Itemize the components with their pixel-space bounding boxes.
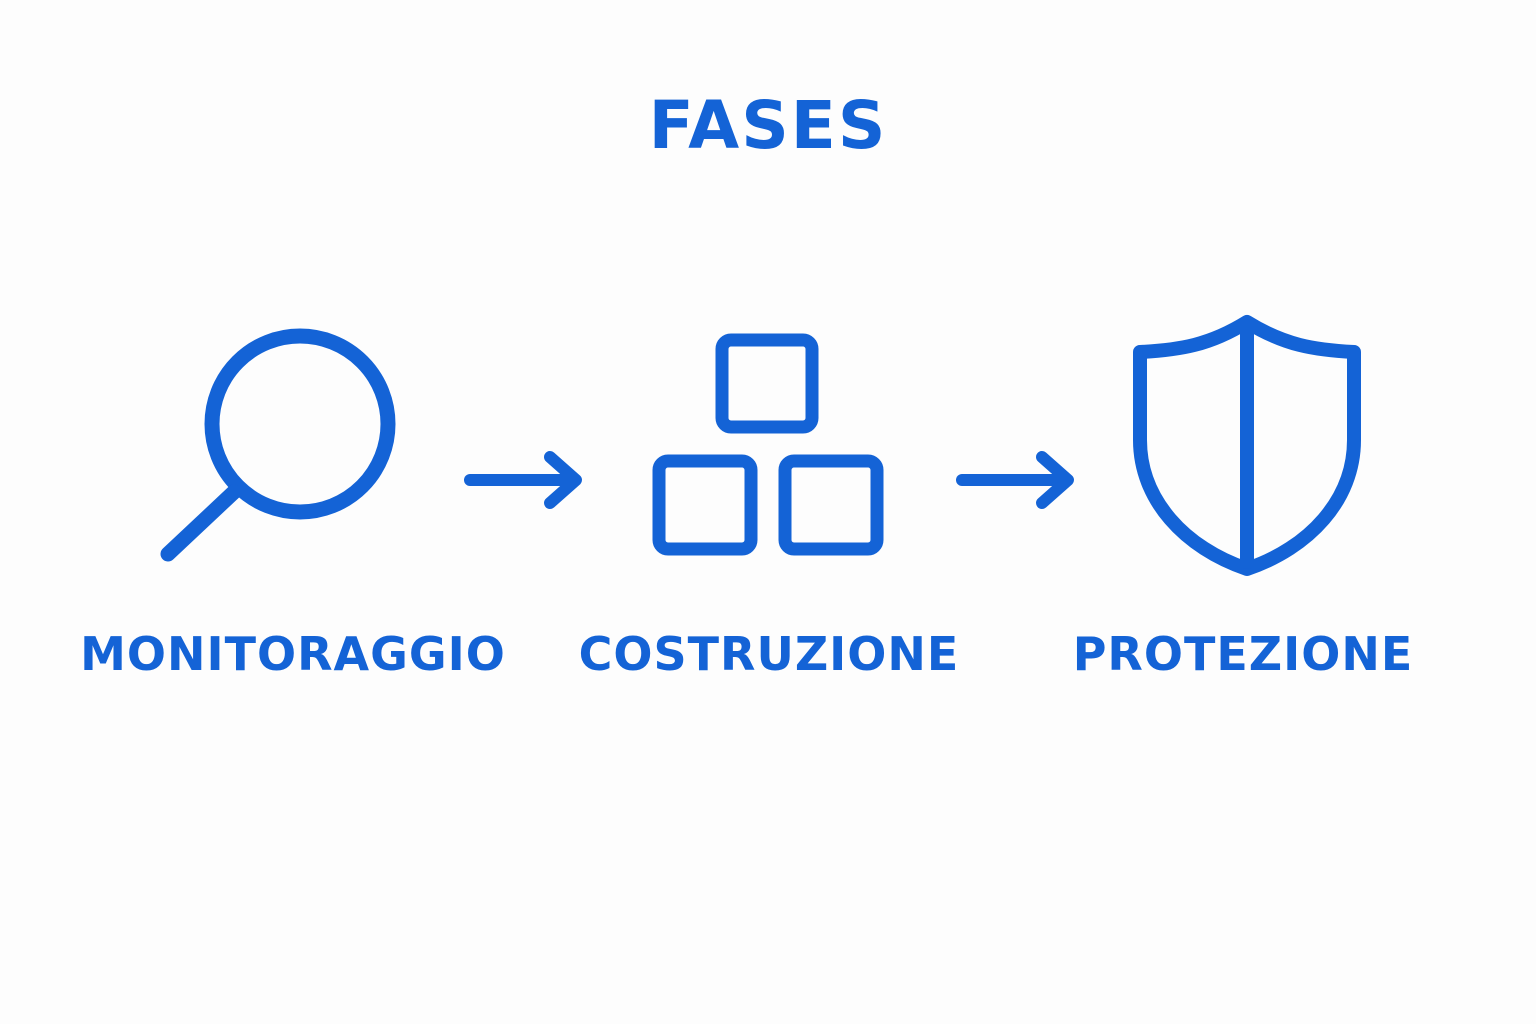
shield-icon (1133, 315, 1361, 576)
blocks-icon (652, 333, 884, 556)
magnifier-icon (160, 328, 396, 562)
diagram-title: FASES (648, 87, 888, 164)
step-label-monitoraggio: MONITORAGGIO (80, 627, 506, 681)
step-label-protezione: PROTEZIONE (1072, 627, 1414, 681)
step-label-costruzione: COSTRUZIONE (578, 627, 960, 681)
arrow-right-icon (464, 451, 582, 509)
arrow-right-icon (956, 451, 1074, 509)
